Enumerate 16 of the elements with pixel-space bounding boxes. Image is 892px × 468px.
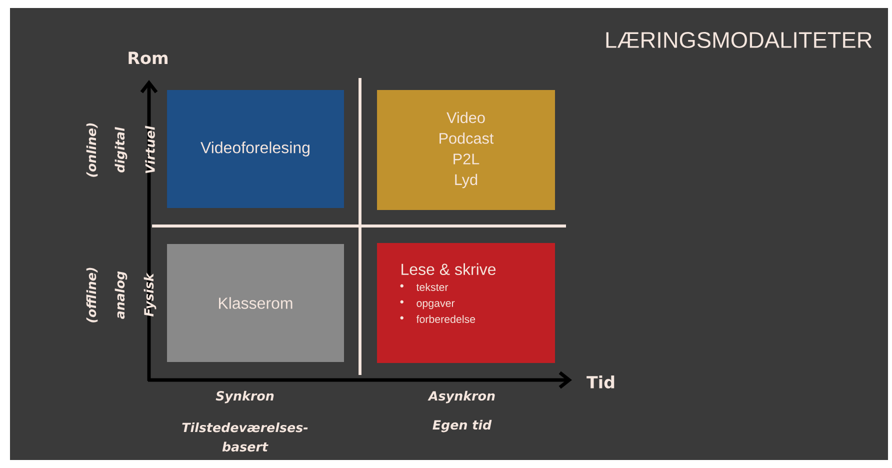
axis-label: Tid: [586, 376, 614, 388]
title: LÆRINGSMODALITETER: [606, 32, 872, 48]
axis-label: Synkron: [216, 390, 274, 404]
axis-label: Asynkron: [428, 390, 495, 404]
axis-label: Rom: [128, 52, 168, 64]
process-box: Lese & skrive tekster opgaver forberedelse: [377, 243, 555, 363]
axis-label: Tilstedeværelses- basert: [182, 422, 308, 452]
axis-label: Virtuel: [145, 126, 155, 174]
axis-label: (offline): [86, 268, 98, 322]
axis-label: analog: [114, 271, 128, 319]
process-box: Videoforelesing: [167, 90, 344, 208]
process-box: Klasserom: [167, 244, 344, 362]
axis-label: (online): [86, 123, 98, 177]
process-box: Video Podcast P2L Lyd: [377, 90, 555, 210]
axis-label: Egen tid: [432, 420, 492, 432]
axis-label: digital: [114, 126, 128, 172]
